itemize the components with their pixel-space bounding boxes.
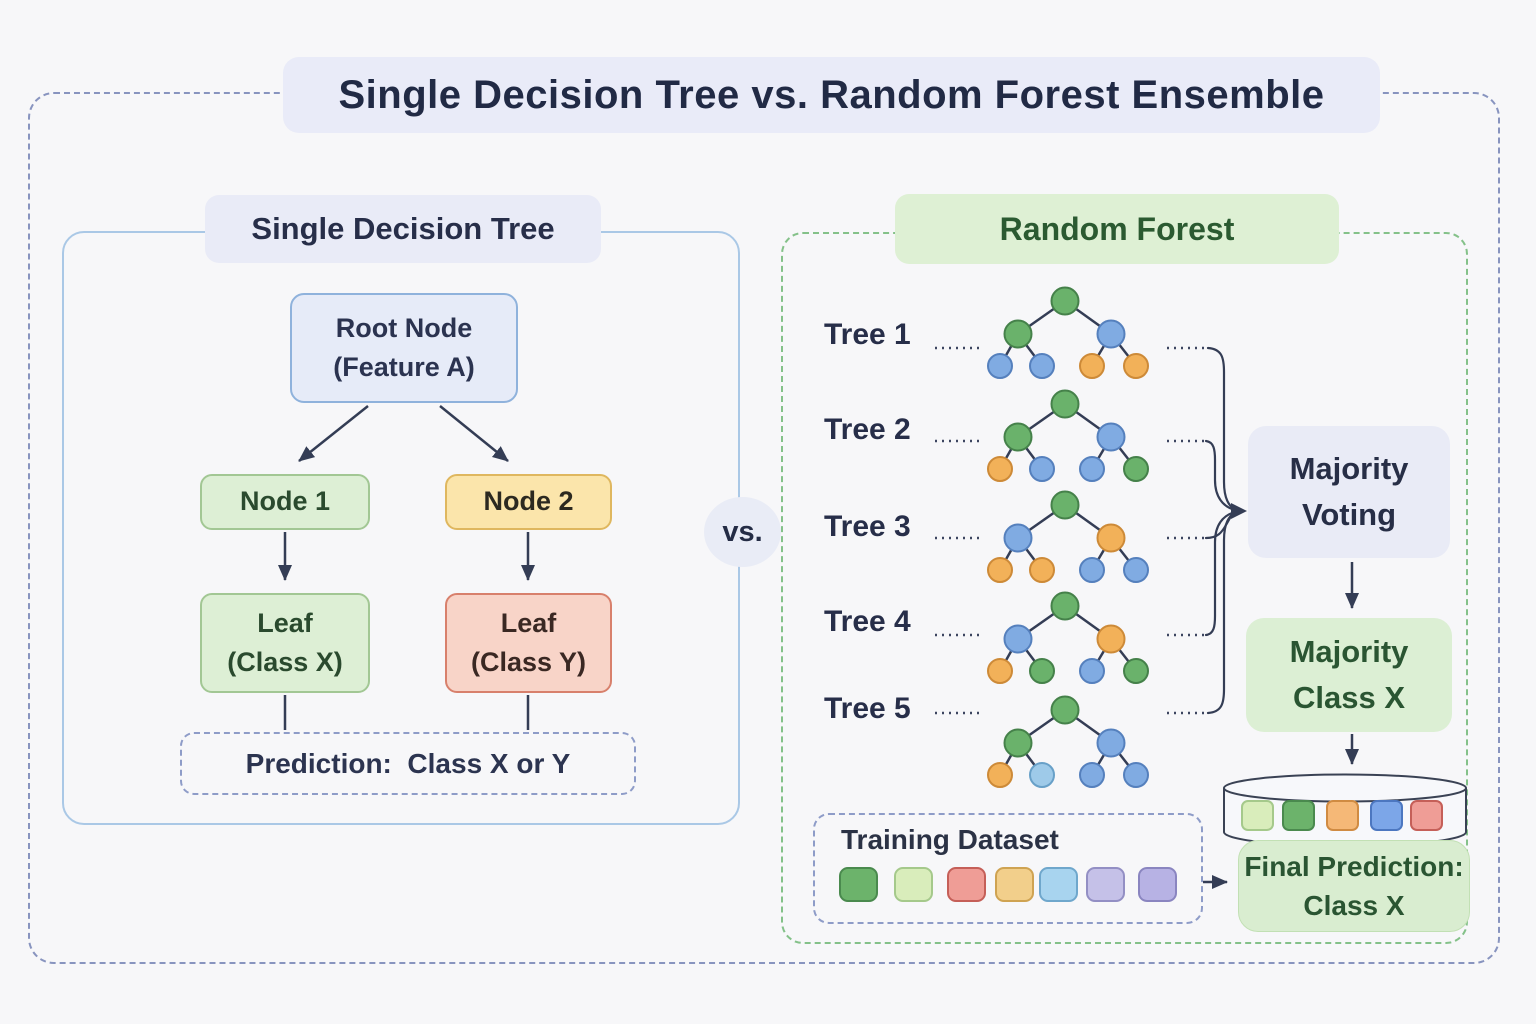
leaf-class-x-box: Leaf (Class X): [200, 593, 370, 693]
node1-box: Node 1: [200, 474, 370, 530]
final-prediction-line1: Final Prediction:: [1244, 850, 1464, 882]
tree-label-5: Tree 5: [824, 692, 911, 725]
final-prediction-box: Final Prediction: Class X: [1238, 840, 1470, 932]
majority-voting-box: Majority Voting: [1248, 426, 1450, 558]
root-node-line1: Root Node: [335, 312, 473, 343]
root-node-box: Root Node (Feature A): [290, 293, 518, 403]
leaf-y-line2: (Class Y): [470, 647, 587, 677]
leaf-x-line1: Leaf: [257, 607, 313, 638]
root-node-line2: (Feature A): [333, 352, 475, 382]
single-tree-header: Single Decision Tree: [205, 195, 601, 263]
leaf-class-y-box: Leaf (Class Y): [445, 593, 612, 693]
tree-label-1: Tree 1: [824, 318, 911, 351]
majority-class-box: Majority Class X: [1246, 618, 1452, 732]
majority-voting-line1: Majority: [1289, 450, 1409, 486]
prediction-box: Prediction: Class X or Y: [180, 732, 636, 795]
random-forest-header: Random Forest: [895, 194, 1339, 264]
training-dataset-box: Training Dataset: [813, 813, 1203, 924]
page-title: Single Decision Tree vs. Random Forest E…: [283, 57, 1380, 133]
tree-label-3: Tree 3: [824, 510, 911, 543]
tree-label-4: Tree 4: [824, 605, 911, 638]
majority-class-line2: Class X: [1292, 680, 1405, 715]
node2-box: Node 2: [445, 474, 612, 530]
training-dataset-label: Training Dataset: [841, 824, 1059, 855]
leaf-y-line1: Leaf: [500, 607, 557, 638]
majority-voting-line2: Voting: [1301, 497, 1397, 532]
majority-class-line1: Majority: [1289, 633, 1409, 669]
vs-badge: vs.: [704, 497, 781, 567]
leaf-x-line2: (Class X): [227, 647, 343, 677]
final-prediction-line2: Class X: [1303, 890, 1405, 921]
tree-label-2: Tree 2: [824, 413, 911, 446]
